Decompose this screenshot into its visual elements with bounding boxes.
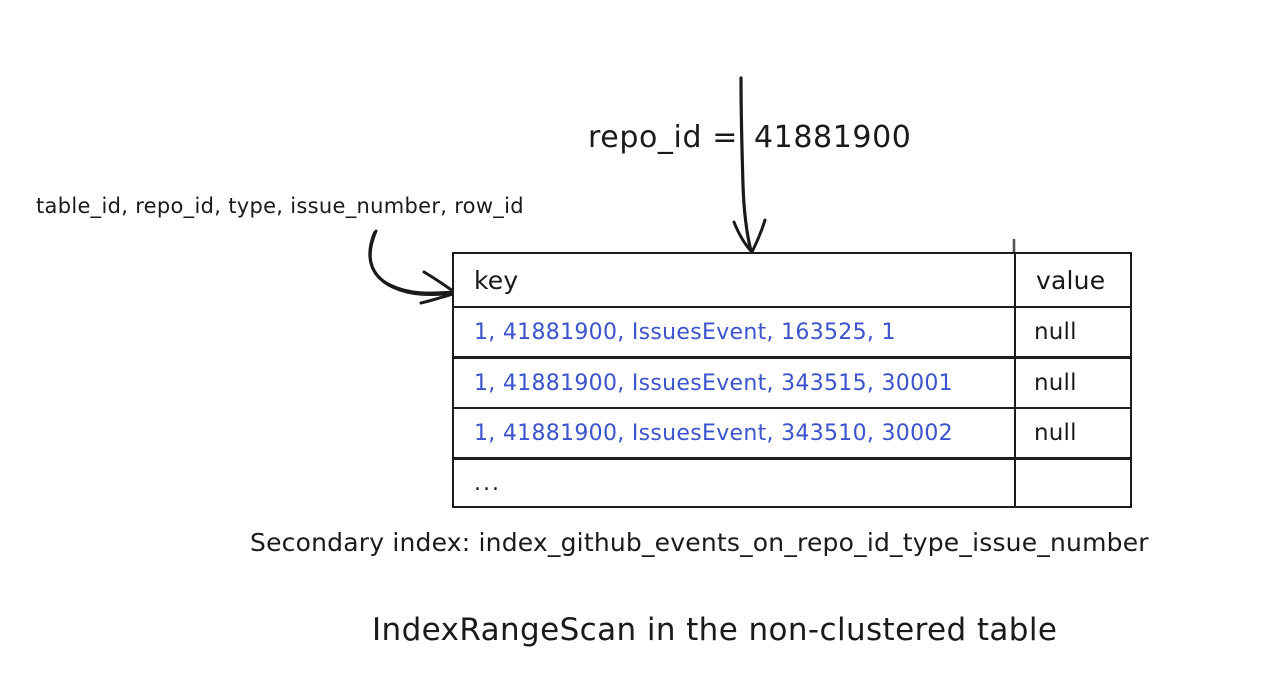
row-value: null xyxy=(1014,356,1132,409)
filter-expression-lhs: repo_id = xyxy=(588,120,738,155)
row-key-ellipsis: ... xyxy=(452,457,1016,508)
column-header-key: key xyxy=(452,252,1016,308)
repo-id-filter-arrow xyxy=(732,76,767,254)
filter-expression-value: 41881900 xyxy=(753,120,912,155)
index-columns-label: table_id, repo_id, type, issue_number, r… xyxy=(36,194,524,218)
column-header-value: value xyxy=(1014,252,1132,308)
index-columns-arrow xyxy=(368,229,458,305)
row-value-empty xyxy=(1014,457,1132,508)
filter-expression: repo_id = 41881900 xyxy=(588,120,911,155)
key-value-table: key value 1, 41881900, IssuesEvent, 1635… xyxy=(452,252,1132,508)
table-row: 1, 41881900, IssuesEvent, 343515, 30001 … xyxy=(452,356,1132,409)
index-caption: Secondary index: index_github_events_on_… xyxy=(250,528,1149,557)
row-key: 1, 41881900, IssuesEvent, 343515, 30001 xyxy=(452,356,1016,409)
table-header-row: key value xyxy=(452,252,1132,308)
table-row: 1, 41881900, IssuesEvent, 343510, 30002 … xyxy=(452,407,1132,460)
table-row-ellipsis: ... xyxy=(452,457,1132,508)
table-row: 1, 41881900, IssuesEvent, 163525, 1 null xyxy=(452,306,1132,359)
diagram-title: IndexRangeScan in the non-clustered tabl… xyxy=(372,612,1058,648)
row-key: 1, 41881900, IssuesEvent, 163525, 1 xyxy=(452,306,1016,359)
row-value: null xyxy=(1014,306,1132,359)
row-value: null xyxy=(1014,407,1132,460)
row-key: 1, 41881900, IssuesEvent, 343510, 30002 xyxy=(452,407,1016,460)
